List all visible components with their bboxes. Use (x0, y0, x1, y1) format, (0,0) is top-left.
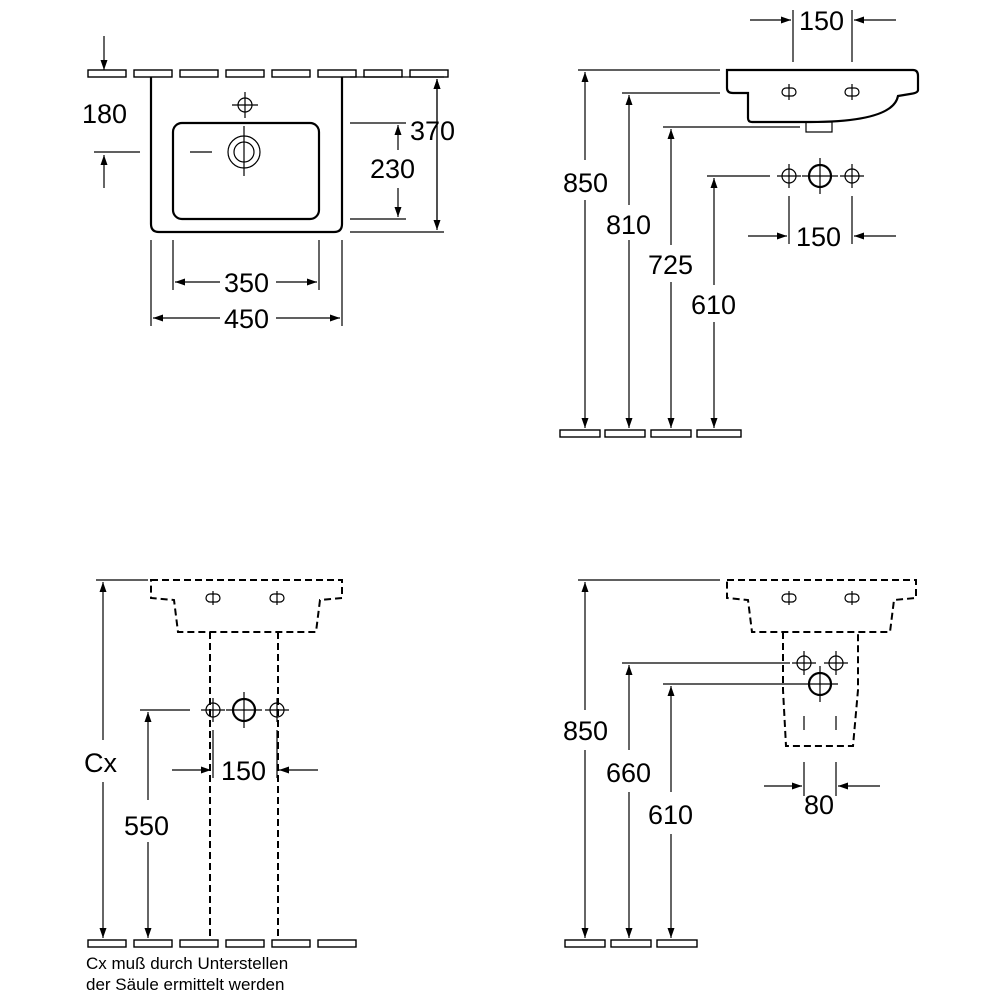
pedestal-view: Cx 550 150 Cx muß durch Unterstellen der… (84, 579, 357, 994)
dim-550-label: 550 (124, 811, 169, 841)
dim-150-top-label: 150 (799, 6, 844, 36)
dim-230-label: 230 (370, 154, 415, 184)
pedestal-tap-holes (205, 591, 285, 605)
pedestal-supply-connections (201, 692, 289, 728)
semi-floor-tiles (564, 939, 698, 948)
tap-hole (232, 92, 258, 118)
dim-850-label: 850 (563, 168, 608, 198)
note-line-2: der Säule ermittelt werden (86, 975, 284, 994)
dim-370-label: 370 (410, 116, 455, 146)
side-view: 150 150 850 810 725 (559, 6, 920, 438)
dim-610-label: 610 (691, 290, 736, 320)
wall-tiles (87, 69, 449, 78)
dim-725-label: 725 (648, 250, 693, 280)
dim-450-label: 450 (224, 304, 269, 334)
basin-bowl (171, 121, 321, 221)
tap-hole-markers (781, 84, 860, 100)
waste-outlet (805, 121, 833, 133)
basin-outline (149, 77, 344, 234)
dim-150-pedestal-label: 150 (221, 756, 266, 786)
semi-basin-dashed-outline (726, 579, 917, 633)
semi-pedestal-connections (792, 651, 848, 730)
semi-basin-tap-holes (781, 591, 860, 605)
dim-80-label: 80 (804, 790, 834, 820)
dim-810-label: 810 (606, 210, 651, 240)
dim-660-label: 660 (606, 758, 651, 788)
dim-610-semi-label: 610 (648, 800, 693, 830)
floor-tiles (559, 429, 742, 438)
dim-350-label: 350 (224, 268, 269, 298)
drain-hole (190, 126, 261, 176)
semi-pedestal-view: 850 660 610 80 (563, 579, 917, 948)
note-line-1: Cx muß durch Unterstellen (86, 954, 288, 973)
supply-connections (777, 158, 864, 194)
basin-side-outline (725, 68, 920, 124)
top-view: 180 370 230 350 450 (82, 36, 455, 334)
dim-150-mid-label: 150 (796, 222, 841, 252)
dim-180-label: 180 (82, 99, 127, 129)
semi-pedestal-dashed (782, 632, 859, 747)
pedestal-dashed-column (209, 632, 279, 940)
dim-850-semi-label: 850 (563, 716, 608, 746)
dim-cx-label: Cx (84, 748, 117, 778)
pedestal-floor-tiles (87, 939, 357, 948)
basin-dashed-outline (150, 579, 343, 633)
